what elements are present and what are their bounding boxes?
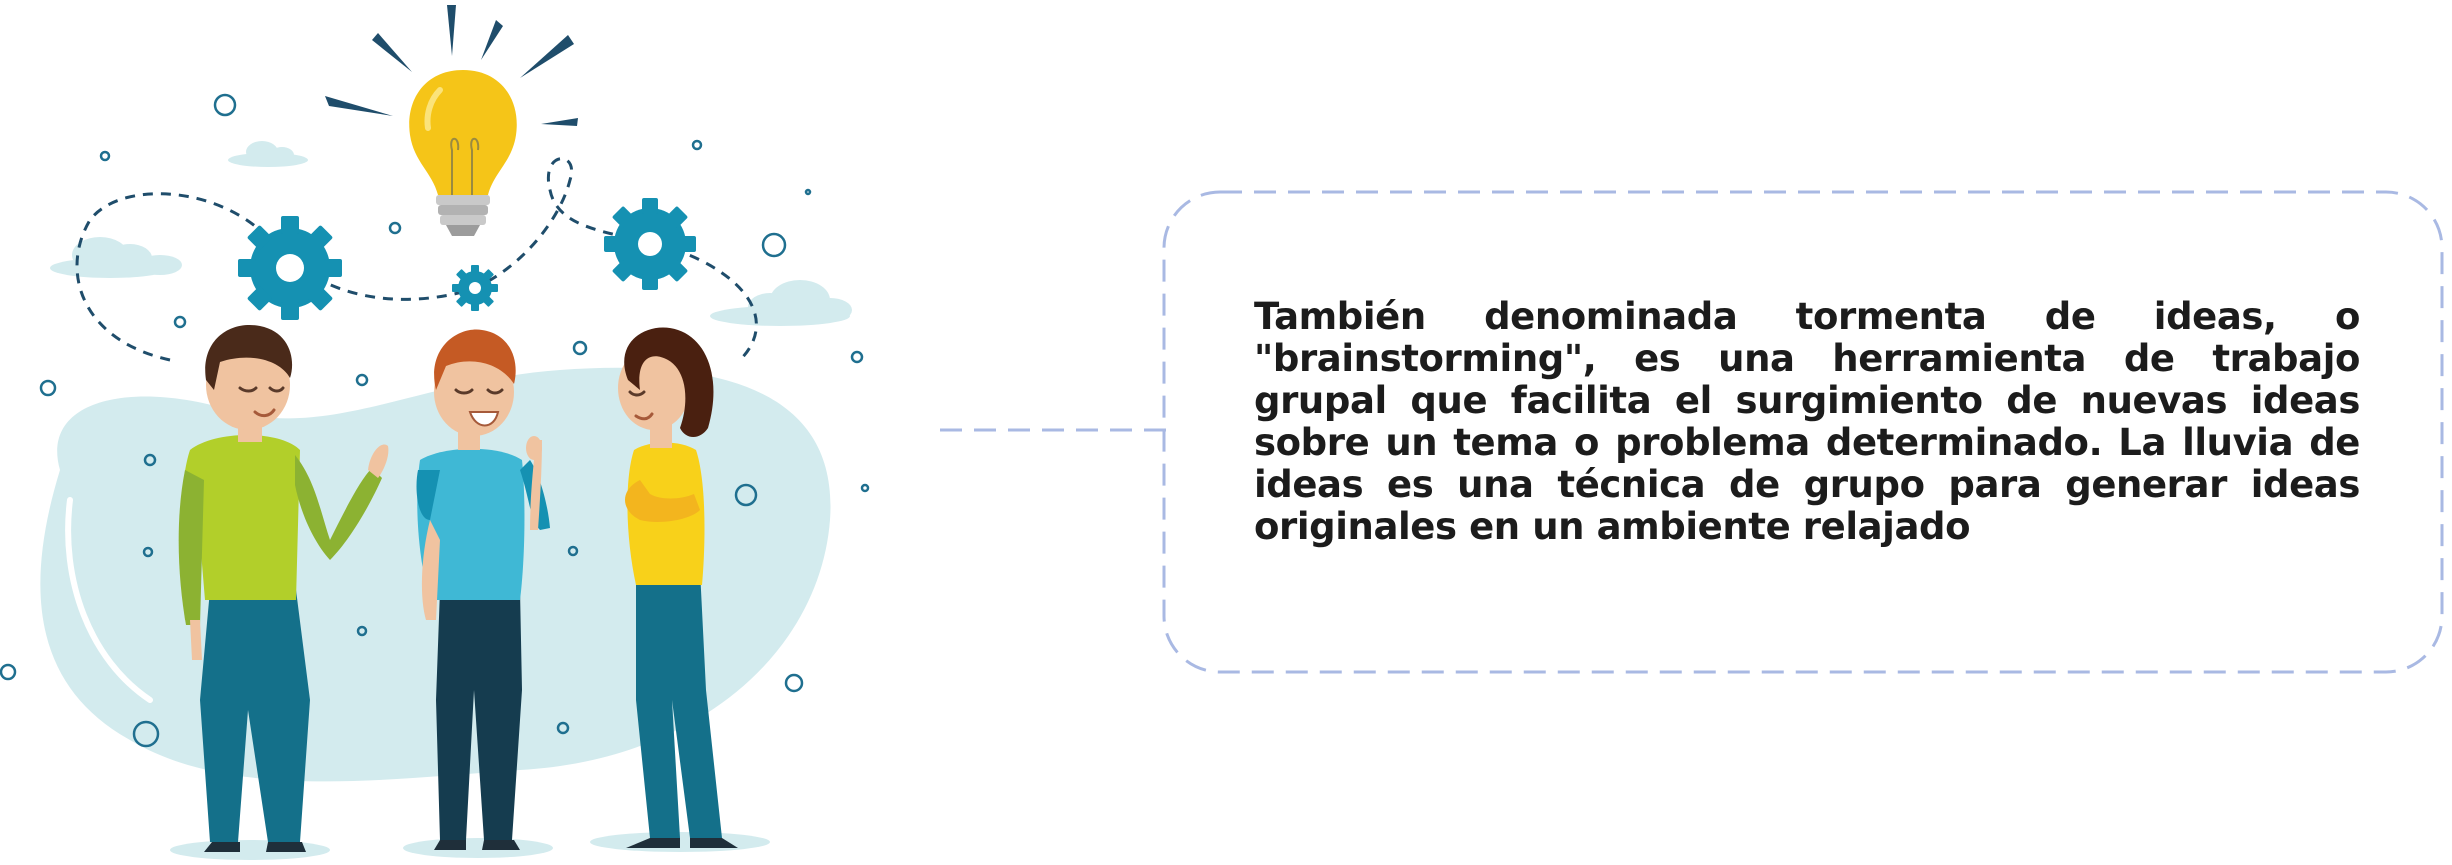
idea-dashed-path xyxy=(75,157,758,362)
person-icon xyxy=(416,329,550,850)
callout-dashed-border xyxy=(1162,190,2444,674)
cloud-icon xyxy=(710,280,852,326)
cloud-icon xyxy=(50,237,182,278)
lightbulb-icon xyxy=(409,70,517,236)
cloud-icon xyxy=(228,141,308,167)
person-icon xyxy=(178,324,389,852)
brainstorming-illustration xyxy=(0,5,870,860)
gear-icon xyxy=(238,216,342,320)
blob-highlight xyxy=(65,497,153,703)
definition-callout: También denominada tormenta de ideas, o … xyxy=(1162,190,2446,674)
connector-dashed-line xyxy=(940,428,1166,432)
definition-text: También denominada tormenta de ideas, o … xyxy=(1254,295,2360,548)
person-icon xyxy=(618,327,738,848)
gear-icon xyxy=(452,265,498,311)
decorative-dots xyxy=(0,93,870,748)
gear-icon xyxy=(604,198,696,290)
light-rays xyxy=(325,5,578,126)
